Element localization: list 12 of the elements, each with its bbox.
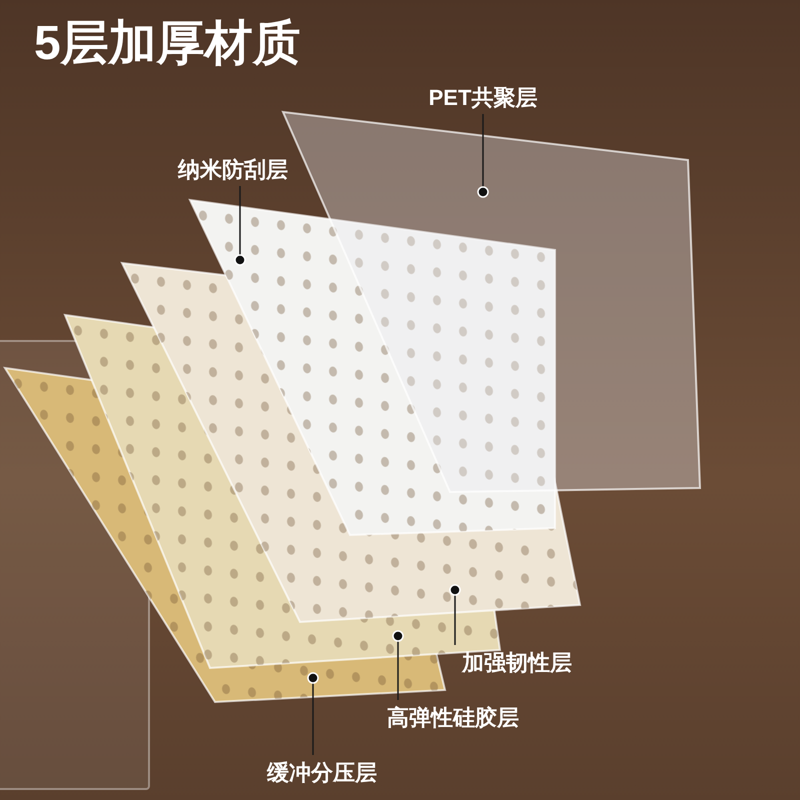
layer-label: 纳米防刮层 bbox=[158, 152, 308, 186]
layer-label: 高弹性硅胶层 bbox=[363, 700, 543, 734]
layer-label: 加强韧性层 bbox=[442, 645, 592, 679]
perforated-layer-sheet bbox=[5, 368, 445, 702]
leader-line bbox=[307, 672, 319, 755]
leader-line bbox=[234, 186, 246, 266]
layer-label: PET共聚层 bbox=[403, 80, 563, 114]
leader-line bbox=[477, 114, 489, 198]
title: 5层加厚材质 bbox=[34, 16, 301, 72]
layer-label: 缓冲分压层 bbox=[247, 755, 397, 789]
leader-line bbox=[392, 630, 404, 700]
leader-line bbox=[449, 584, 461, 645]
